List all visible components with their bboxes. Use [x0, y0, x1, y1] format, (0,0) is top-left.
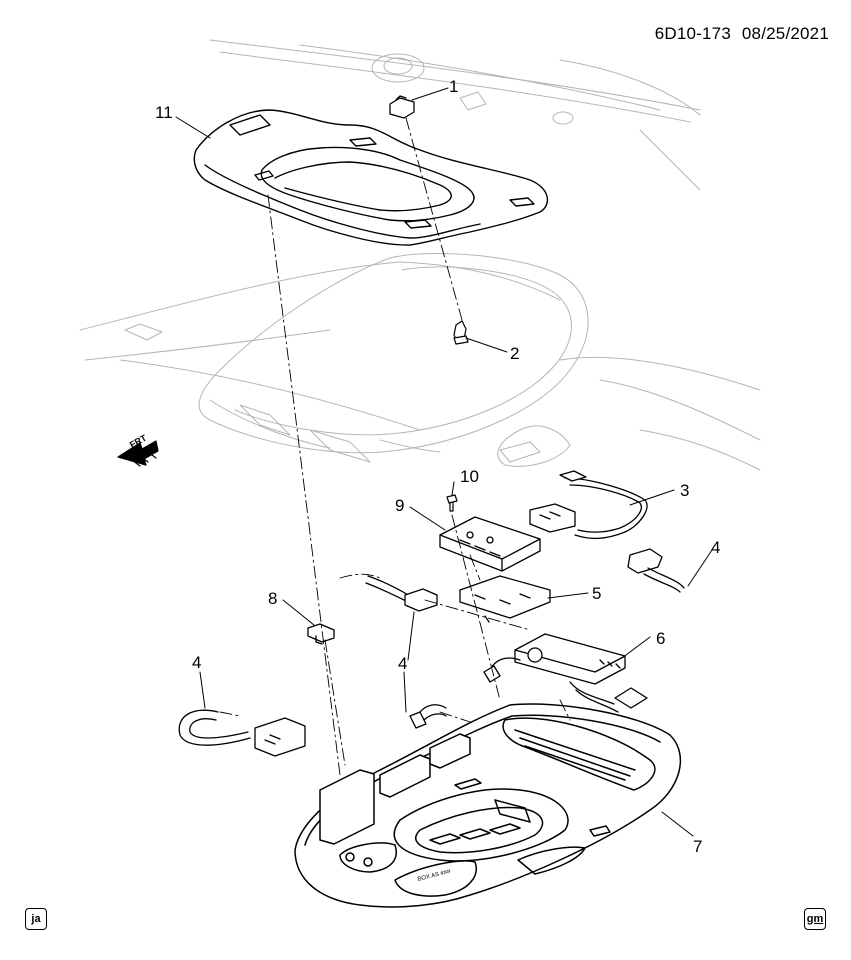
module-part-6: [483, 633, 648, 713]
callout-leaders: [175, 87, 713, 837]
overhead-console-part-7: [294, 703, 682, 908]
callout-1: 1: [449, 77, 459, 96]
callout-10: 10: [460, 467, 479, 486]
callout-4-left: 4: [192, 653, 202, 672]
harness-part-4-right: [627, 548, 685, 593]
bolt-part-2: [453, 320, 469, 345]
callout-4-right: 4: [711, 538, 721, 557]
callout-5: 5: [592, 584, 602, 603]
callout-11: 11: [155, 103, 173, 122]
diagram-code: 6D10-173: [654, 24, 731, 43]
bracket-part-5: [459, 575, 551, 623]
diagram-header: 6D10-173 08/25/2021: [655, 24, 829, 44]
harness-part-3: [529, 470, 648, 540]
screw-part-10: [446, 494, 458, 512]
front-arrow-icon: [117, 440, 159, 467]
callout-3: 3: [680, 481, 690, 500]
roof-panel-outline: [79, 39, 761, 471]
diagram-date: 08/25/2021: [741, 24, 829, 43]
alignment-lines: [219, 117, 571, 776]
callout-9: 9: [395, 496, 405, 515]
clip-part-8: [307, 623, 335, 645]
callout-6: 6: [656, 629, 666, 648]
module-part-9: [439, 516, 541, 572]
callout-4-center: 4: [398, 654, 408, 673]
locale-badge: ja: [25, 908, 47, 930]
gm-logo-badge: gm: [804, 908, 826, 930]
harness-part-4-center: [365, 575, 447, 729]
harness-part-4-left: [178, 709, 306, 757]
callout-7: 7: [693, 837, 703, 856]
callout-8: 8: [268, 589, 278, 608]
clip-part-1: [389, 95, 415, 119]
sunroof-frame-part-11: [193, 109, 549, 246]
callout-2: 2: [510, 344, 520, 363]
